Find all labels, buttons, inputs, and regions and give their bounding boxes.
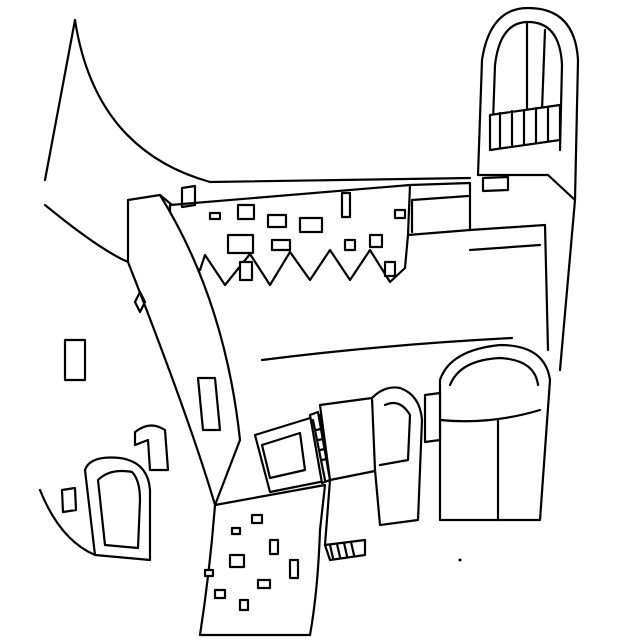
south-wall bbox=[198, 483, 327, 637]
west-wall bbox=[63, 184, 242, 507]
east-chapel bbox=[423, 343, 552, 522]
west-chapel bbox=[38, 424, 170, 562]
east-wall bbox=[260, 223, 550, 362]
north-wall bbox=[168, 175, 510, 287]
chapels bbox=[253, 386, 424, 562]
roof bbox=[43, 18, 472, 264]
tower bbox=[476, 6, 580, 372]
dot-mark bbox=[458, 558, 462, 562]
